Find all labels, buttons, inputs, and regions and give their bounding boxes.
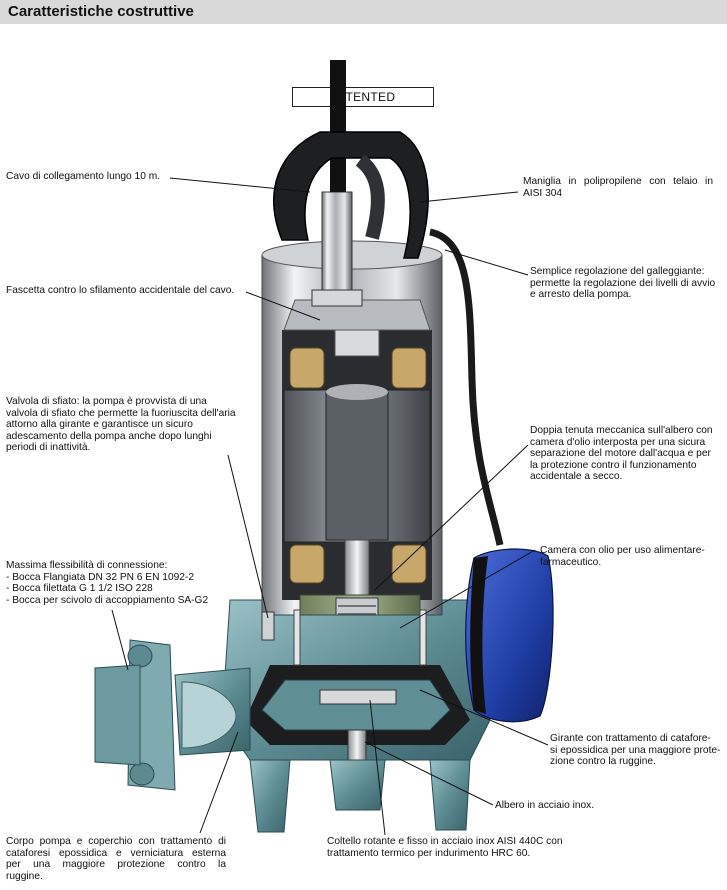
foot-middle — [329, 759, 386, 811]
leader-cavo — [169, 177, 311, 193]
leader-girante — [419, 689, 549, 746]
rotor-top — [326, 384, 388, 400]
rotor — [325, 391, 389, 541]
nozzle — [181, 681, 237, 749]
foot-left — [249, 759, 291, 833]
section-title: Caratteristiche costruttive — [8, 3, 194, 20]
label-galleggiante: Semplice regolazione del galleggiante: p… — [530, 266, 716, 301]
threaded-outlet — [94, 664, 141, 766]
leader-lines — [111, 177, 549, 836]
label-fascetta: Fascetta contro lo sfilamento accidental… — [6, 285, 235, 296]
bolt-left — [293, 609, 301, 666]
leader-valvola — [227, 454, 269, 619]
leader-fascetta — [245, 291, 321, 321]
foot-right — [429, 759, 471, 831]
label-corpo: Corpo pompa e coperchio con trattamento … — [6, 836, 226, 882]
top-cap — [283, 299, 431, 331]
handle-grip — [355, 154, 385, 240]
leader-maniglia — [419, 191, 519, 203]
cutter — [319, 689, 397, 705]
air-valve — [261, 611, 275, 641]
winding-top-right — [391, 347, 427, 389]
leader-tenuta — [374, 444, 529, 591]
label-cavo: Cavo di collegamento lungo 10 m. — [6, 171, 161, 182]
section-header: Caratteristiche costruttive — [0, 0, 727, 24]
upper-bearing — [334, 329, 380, 357]
winding-bottom-left — [289, 544, 325, 584]
handle — [273, 131, 429, 259]
label-flessibilita: Massima flessibilità di connessione: - B… — [6, 560, 209, 606]
leader-albero — [364, 741, 494, 806]
label-maniglia: Maniglia in polipropilene con telaio in … — [523, 176, 713, 199]
label-girante: Girante con trattamento di catafore- si … — [550, 733, 721, 768]
winding-bottom-right — [391, 544, 427, 584]
float-switch-cap — [470, 556, 488, 714]
label-valvola: Valvola di sfiato: la pompa è provvista … — [6, 396, 236, 454]
flange-bolt-top — [127, 644, 153, 668]
label-coltello: Coltello rotante e fisso in acciaio inox… — [327, 836, 563, 859]
bolt-right — [419, 609, 427, 666]
shaft-tip — [347, 729, 367, 761]
patented-badge: PATENTED — [292, 87, 434, 107]
leader-coltello — [369, 699, 386, 836]
impeller — [261, 679, 451, 731]
winding-top-left — [289, 347, 325, 389]
leader-flessibilita — [111, 609, 129, 671]
leader-camera — [399, 549, 536, 629]
float-switch — [465, 548, 554, 723]
leader-galleggiante — [444, 249, 529, 276]
label-albero: Albero in acciaio inox. — [495, 800, 595, 811]
leader-corpo — [199, 731, 239, 834]
cable-gland — [321, 191, 353, 303]
flange-bolt-bottom — [129, 762, 155, 786]
label-camera: Camera con olio per uso alimentare- farm… — [540, 545, 705, 568]
label-tenuta: Doppia tenuta meccanica sull'albero con … — [530, 425, 713, 483]
cable-clamp — [311, 289, 363, 307]
